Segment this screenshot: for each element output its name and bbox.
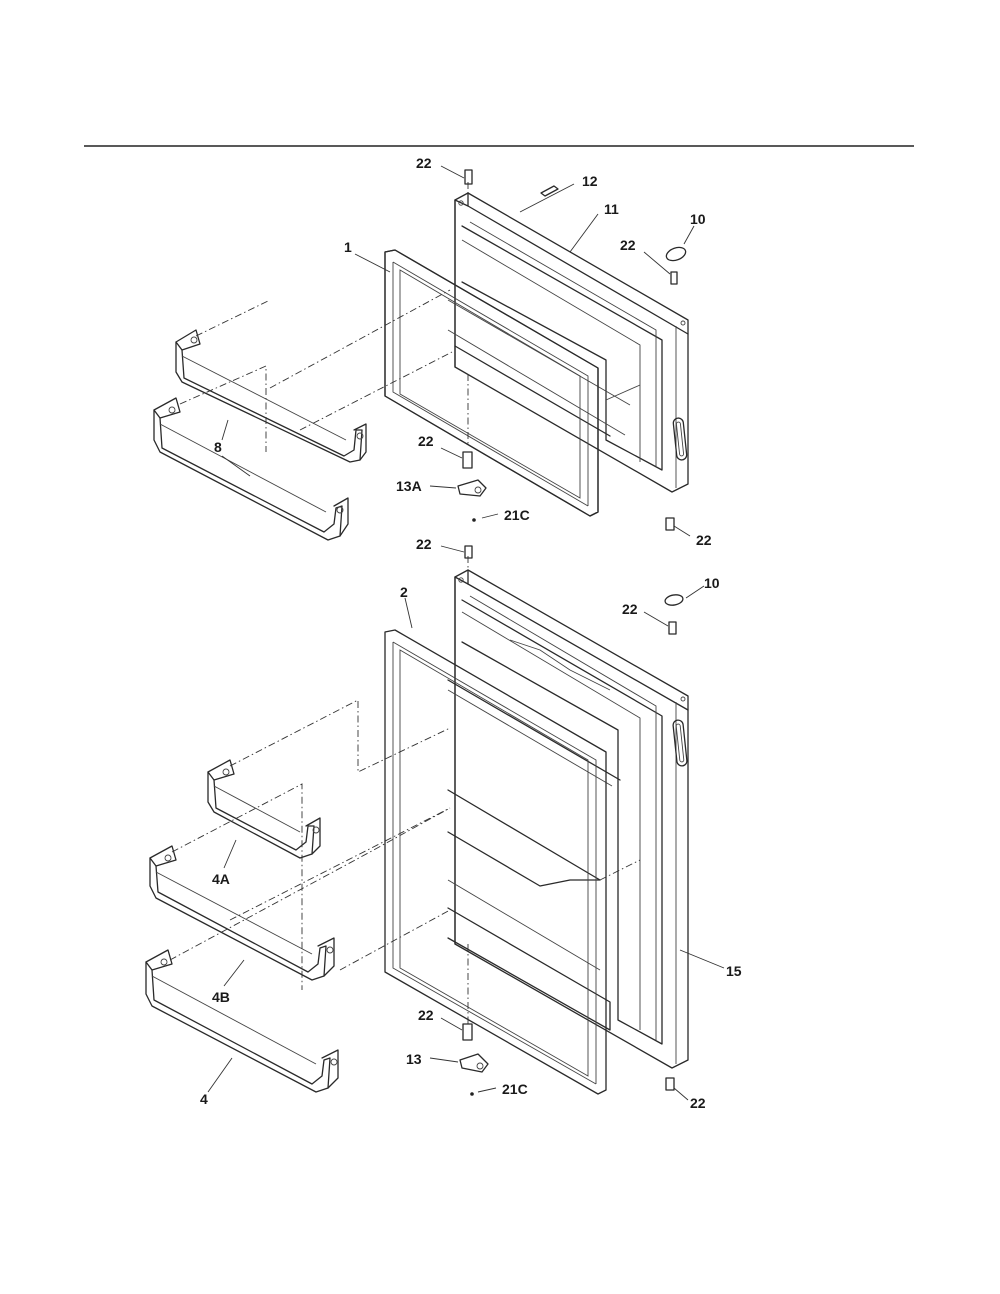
hole-plug-10-upper <box>665 246 687 262</box>
hinge-bracket-13 <box>459 1053 489 1073</box>
freezer-door-shelf-lower <box>153 397 349 541</box>
hinge-bracket-13a <box>457 479 487 497</box>
callout-22-pin-lower: 22 <box>418 1007 434 1023</box>
hinge-screw-lower-right <box>668 621 677 635</box>
callout-22-bottom-right-lower: 22 <box>690 1095 706 1111</box>
callout-13a: 13A <box>396 478 422 494</box>
hole-plug-10-lower <box>664 594 684 606</box>
hinge-pin-freezer <box>462 451 473 469</box>
hinge-screw-upper-right <box>670 271 678 285</box>
callout-22-pin-upper: 22 <box>418 433 434 449</box>
callout-13: 13 <box>406 1051 422 1067</box>
freezer-door-shelf-upper <box>175 329 367 463</box>
hinge-pin-fresh-food <box>462 1023 473 1041</box>
callout-15: 15 <box>726 963 742 979</box>
callout-2: 2 <box>400 584 408 600</box>
hinge-screw-middle <box>464 545 473 559</box>
screw-dot-21c-upper <box>472 518 476 522</box>
freezer-door-gasket <box>384 249 599 517</box>
callout-22-hinge-upper: 22 <box>620 237 636 253</box>
door-shelf-4 <box>145 949 339 1093</box>
hinge-screw-bottom-right-upper <box>665 517 675 531</box>
callout-4b: 4B <box>212 989 230 1005</box>
callout-11: 11 <box>604 201 619 217</box>
callout-8: 8 <box>214 439 222 455</box>
fresh-food-door-gasket <box>384 629 607 1095</box>
callout-22-hinge-lower: 22 <box>622 601 638 617</box>
callout-22-bottom-right-upper: 22 <box>696 532 712 548</box>
door-shelf-4a <box>207 759 321 859</box>
callout-4a: 4A <box>212 871 230 887</box>
callout-21c-lower: 21C <box>502 1081 528 1097</box>
callout-1: 1 <box>344 239 352 255</box>
callout-21c-upper: 21C <box>504 507 530 523</box>
door-shelf-4b <box>149 845 335 981</box>
callout-12: 12 <box>582 173 598 189</box>
callout-10-upper: 10 <box>690 211 706 227</box>
leader-lines <box>207 165 725 1101</box>
callout-10-lower: 10 <box>704 575 720 591</box>
trim-clip-12 <box>540 185 559 197</box>
screw-dot-21c-lower <box>470 1092 474 1096</box>
callout-4: 4 <box>200 1091 208 1107</box>
hinge-screw-bottom-right-lower <box>665 1077 675 1091</box>
callout-22-top: 22 <box>416 155 432 171</box>
fresh-food-door-outer <box>447 569 689 1069</box>
hinge-pin-top-screw <box>464 169 473 185</box>
callout-22-middle: 22 <box>416 536 432 552</box>
